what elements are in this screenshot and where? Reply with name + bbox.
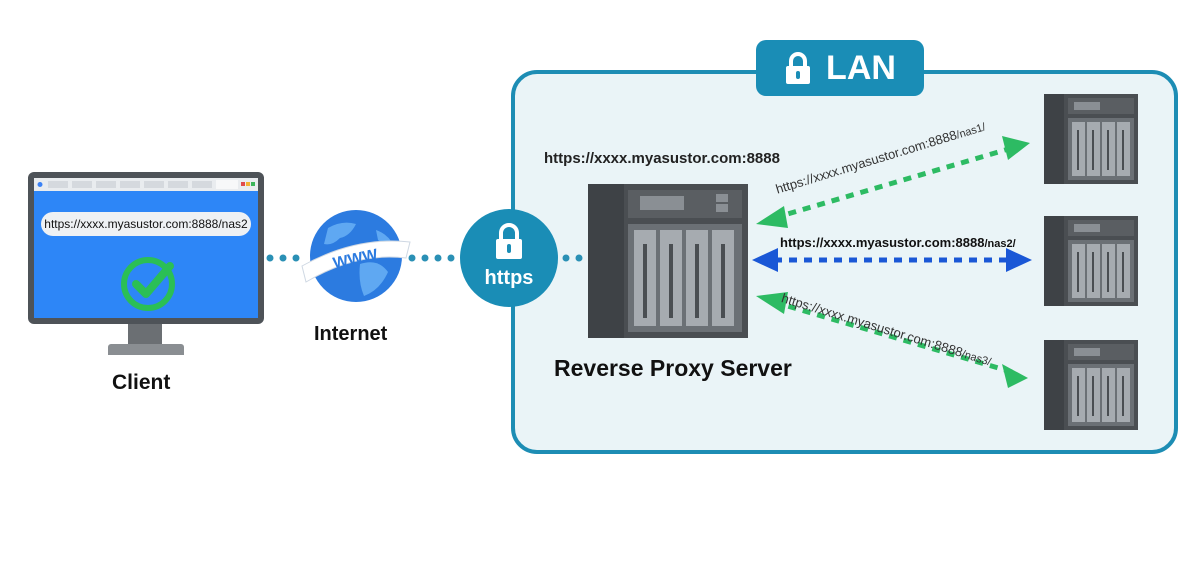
- lock-icon: [496, 223, 522, 259]
- route-nas1-arrow: [756, 136, 1030, 228]
- proxy-label: Reverse Proxy Server: [554, 355, 792, 381]
- lan-badge: LAN: [756, 40, 924, 96]
- route-nas2-arrow: [752, 248, 1032, 272]
- https-label: https: [484, 267, 534, 289]
- client-url: https://xxxx.myasustor.com:8888/nas2: [44, 217, 248, 231]
- nas-icon: [1044, 94, 1138, 184]
- client-screen: https://xxxx.myasustor.com:8888/nas2: [34, 178, 258, 318]
- internet-label: Internet: [314, 323, 388, 345]
- nas-icon: [1044, 216, 1138, 306]
- client-monitor: https://xxxx.myasustor.com:8888/nas2: [28, 172, 264, 324]
- proxy-url: https://xxxx.myasustor.com:8888: [544, 150, 780, 167]
- globe-icon: WWW: [301, 210, 411, 302]
- nas-icon: [1044, 340, 1138, 430]
- lan-label: LAN: [826, 48, 896, 87]
- nas-icon: [588, 184, 748, 338]
- lock-icon: [786, 52, 811, 84]
- https-node: https: [460, 209, 558, 307]
- monitor-stand-neck: [128, 324, 162, 346]
- client-label: Client: [112, 371, 171, 394]
- browser-tab-bar: [34, 178, 258, 191]
- route-nas3-arrow: [756, 292, 1028, 388]
- monitor-stand-base: [108, 344, 184, 355]
- browser-address-bar[interactable]: https://xxxx.myasustor.com:8888/nas2: [41, 212, 251, 236]
- checkmark-icon: [121, 257, 175, 311]
- route-nas2-url: https://xxxx.myasustor.com:8888/nas2/: [780, 235, 1016, 250]
- browser-tabs: [37, 180, 255, 189]
